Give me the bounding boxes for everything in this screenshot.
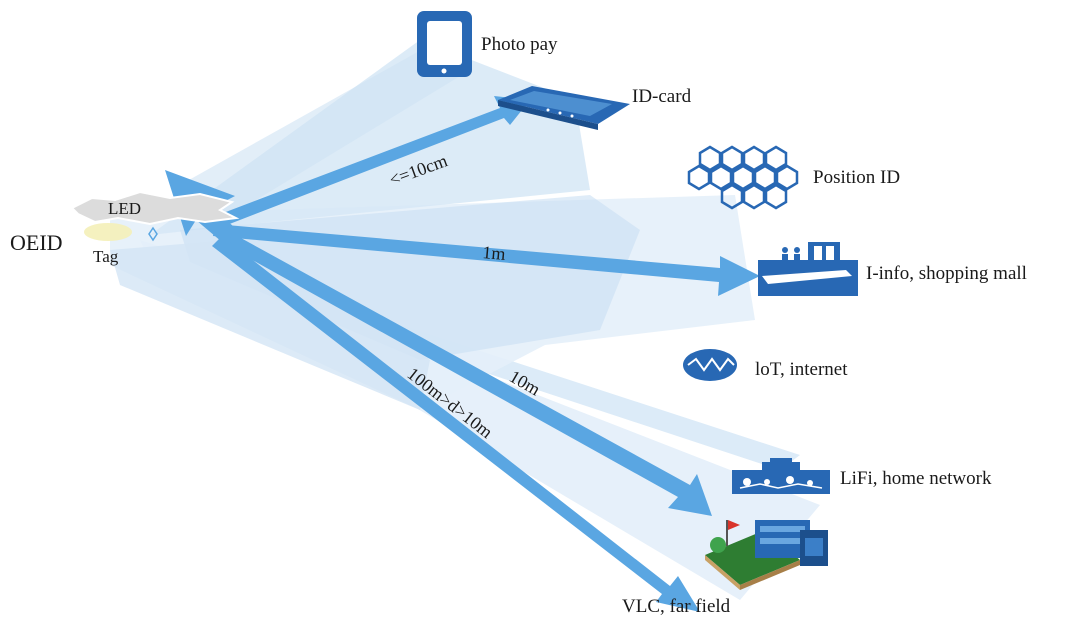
arrow-one-meter	[213, 224, 760, 296]
app-label-position-id: Position ID	[813, 167, 900, 188]
tag-glow	[84, 223, 132, 241]
tag-marker-icon	[148, 226, 158, 242]
app-label-info-mall: I-info, shopping mall	[866, 263, 1027, 284]
app-label-iot: loT, internet	[755, 359, 848, 380]
far-field-scene-icon	[705, 520, 828, 590]
light-beams	[110, 40, 820, 600]
home-network-icon	[732, 458, 830, 494]
beam-lower-left	[110, 240, 430, 410]
distance-arrows	[165, 96, 760, 612]
app-label-id-card: ID-card	[632, 86, 692, 107]
led-label: LED	[108, 199, 141, 218]
hexagon-grid-icon	[687, 145, 799, 210]
app-label-photo-pay: Photo pay	[481, 34, 558, 55]
network-icon	[683, 349, 737, 381]
app-label-lifi: LiFi, home network	[840, 468, 992, 489]
beam-top-left	[180, 45, 470, 225]
shopping-mall-icon	[758, 242, 858, 296]
phone-icon	[417, 11, 472, 77]
led-shape	[70, 190, 240, 226]
arrow-far	[212, 236, 700, 612]
tag-label: Tag	[93, 247, 119, 266]
oeid-label: OEID	[10, 230, 63, 255]
source-device: OEID LED Tag	[10, 190, 240, 266]
arrow-near	[210, 96, 530, 230]
distance-label-one-meter: 1m	[482, 242, 507, 264]
card-reader-icon	[498, 86, 630, 130]
app-label-vlc: VLC, far field	[622, 596, 731, 617]
arrow-ten-meter	[220, 232, 712, 516]
